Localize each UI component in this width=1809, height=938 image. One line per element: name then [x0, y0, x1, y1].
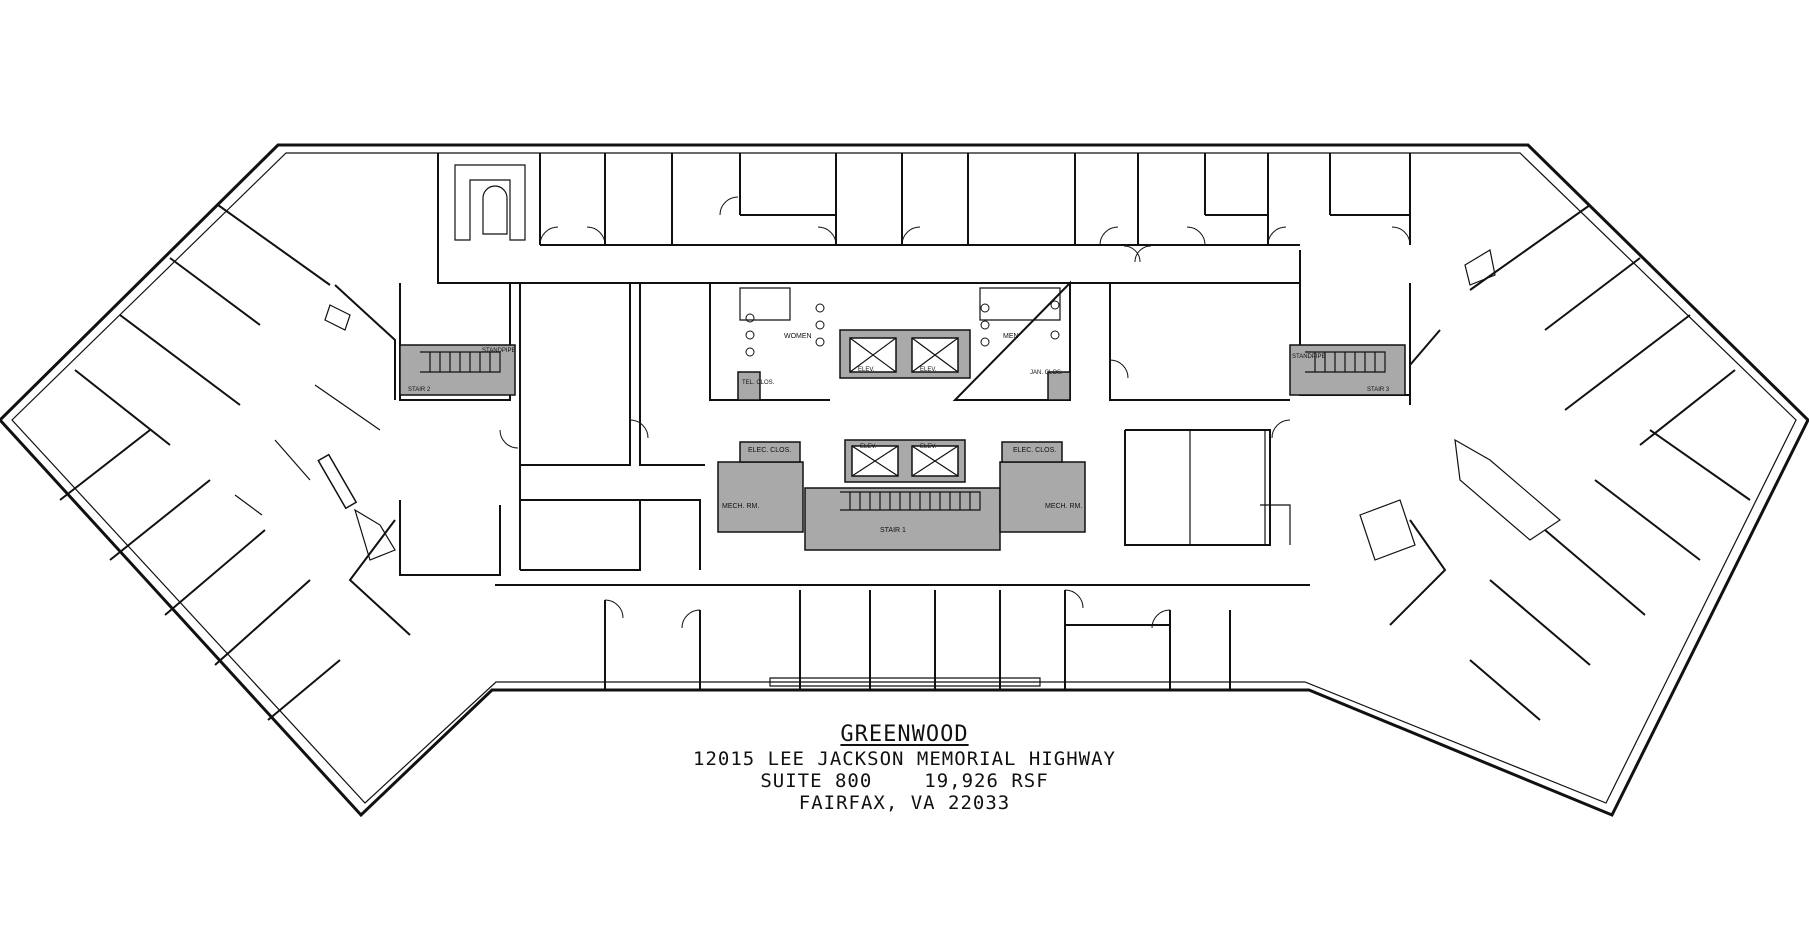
stair-3	[1289, 344, 1406, 396]
suite-area-line: SUITE 800 19,926 RSF	[0, 770, 1809, 792]
stair-2	[399, 344, 516, 396]
left-wing	[59, 204, 511, 721]
left-offices	[519, 283, 705, 571]
label-mech-rm-left: MECH. RM.	[722, 503, 759, 510]
label-elec-clos-right: ELEC. CLOS.	[1013, 447, 1056, 454]
label-stair-2: STAIR 2	[408, 387, 431, 393]
label-standpipe-left: STANDPIPE	[482, 348, 516, 354]
mech-room-left	[717, 461, 804, 533]
right-offices	[1109, 283, 1291, 546]
top-office-row	[437, 153, 1411, 284]
label-stair-1: STAIR 1	[880, 527, 906, 534]
suite-number: SUITE 800	[760, 770, 873, 792]
door-swings	[499, 196, 1411, 629]
room-labels: WOMEN MEN ELEV. ELEV. ELEV. ELEV. TEL. C…	[408, 333, 1390, 534]
elec-clos-left	[739, 441, 801, 463]
label-mech-rm-right: MECH. RM.	[1045, 503, 1082, 510]
label-women: WOMEN	[784, 333, 812, 340]
building-address: 12015 LEE JACKSON MEMORIAL HIGHWAY	[693, 748, 1116, 770]
mech-room-right	[999, 461, 1086, 533]
label-elev-3: ELEV.	[860, 444, 877, 450]
elec-clos-right	[1001, 441, 1063, 463]
right-wing	[1299, 204, 1751, 721]
stair-1	[804, 487, 1001, 551]
jan-clos	[1047, 371, 1071, 401]
bottom-office-row	[495, 584, 1310, 690]
label-elev-1: ELEV.	[858, 367, 875, 373]
label-men: MEN	[1003, 333, 1019, 340]
rentable-area: 19,926 RSF	[924, 770, 1049, 792]
label-elev-2: ELEV.	[920, 367, 937, 373]
label-tel-clos: TEL. CLOS.	[742, 380, 775, 386]
building-name: GREENWOOD	[0, 722, 1809, 747]
restroom-fixtures	[745, 300, 1060, 357]
label-standpipe-right: STANDPIPE	[1292, 354, 1326, 360]
tel-clos	[737, 371, 761, 401]
building-core	[399, 280, 1406, 551]
city-state-zip: FAIRFAX, VA 22033	[798, 792, 1011, 814]
label-jan-clos: JAN. CLOS.	[1030, 370, 1063, 376]
building-name-text: GREENWOOD	[840, 722, 969, 747]
label-elev-4: ELEV.	[920, 444, 937, 450]
label-stair-3: STAIR 3	[1367, 387, 1390, 393]
label-elec-clos-left: ELEC. CLOS.	[748, 447, 791, 454]
